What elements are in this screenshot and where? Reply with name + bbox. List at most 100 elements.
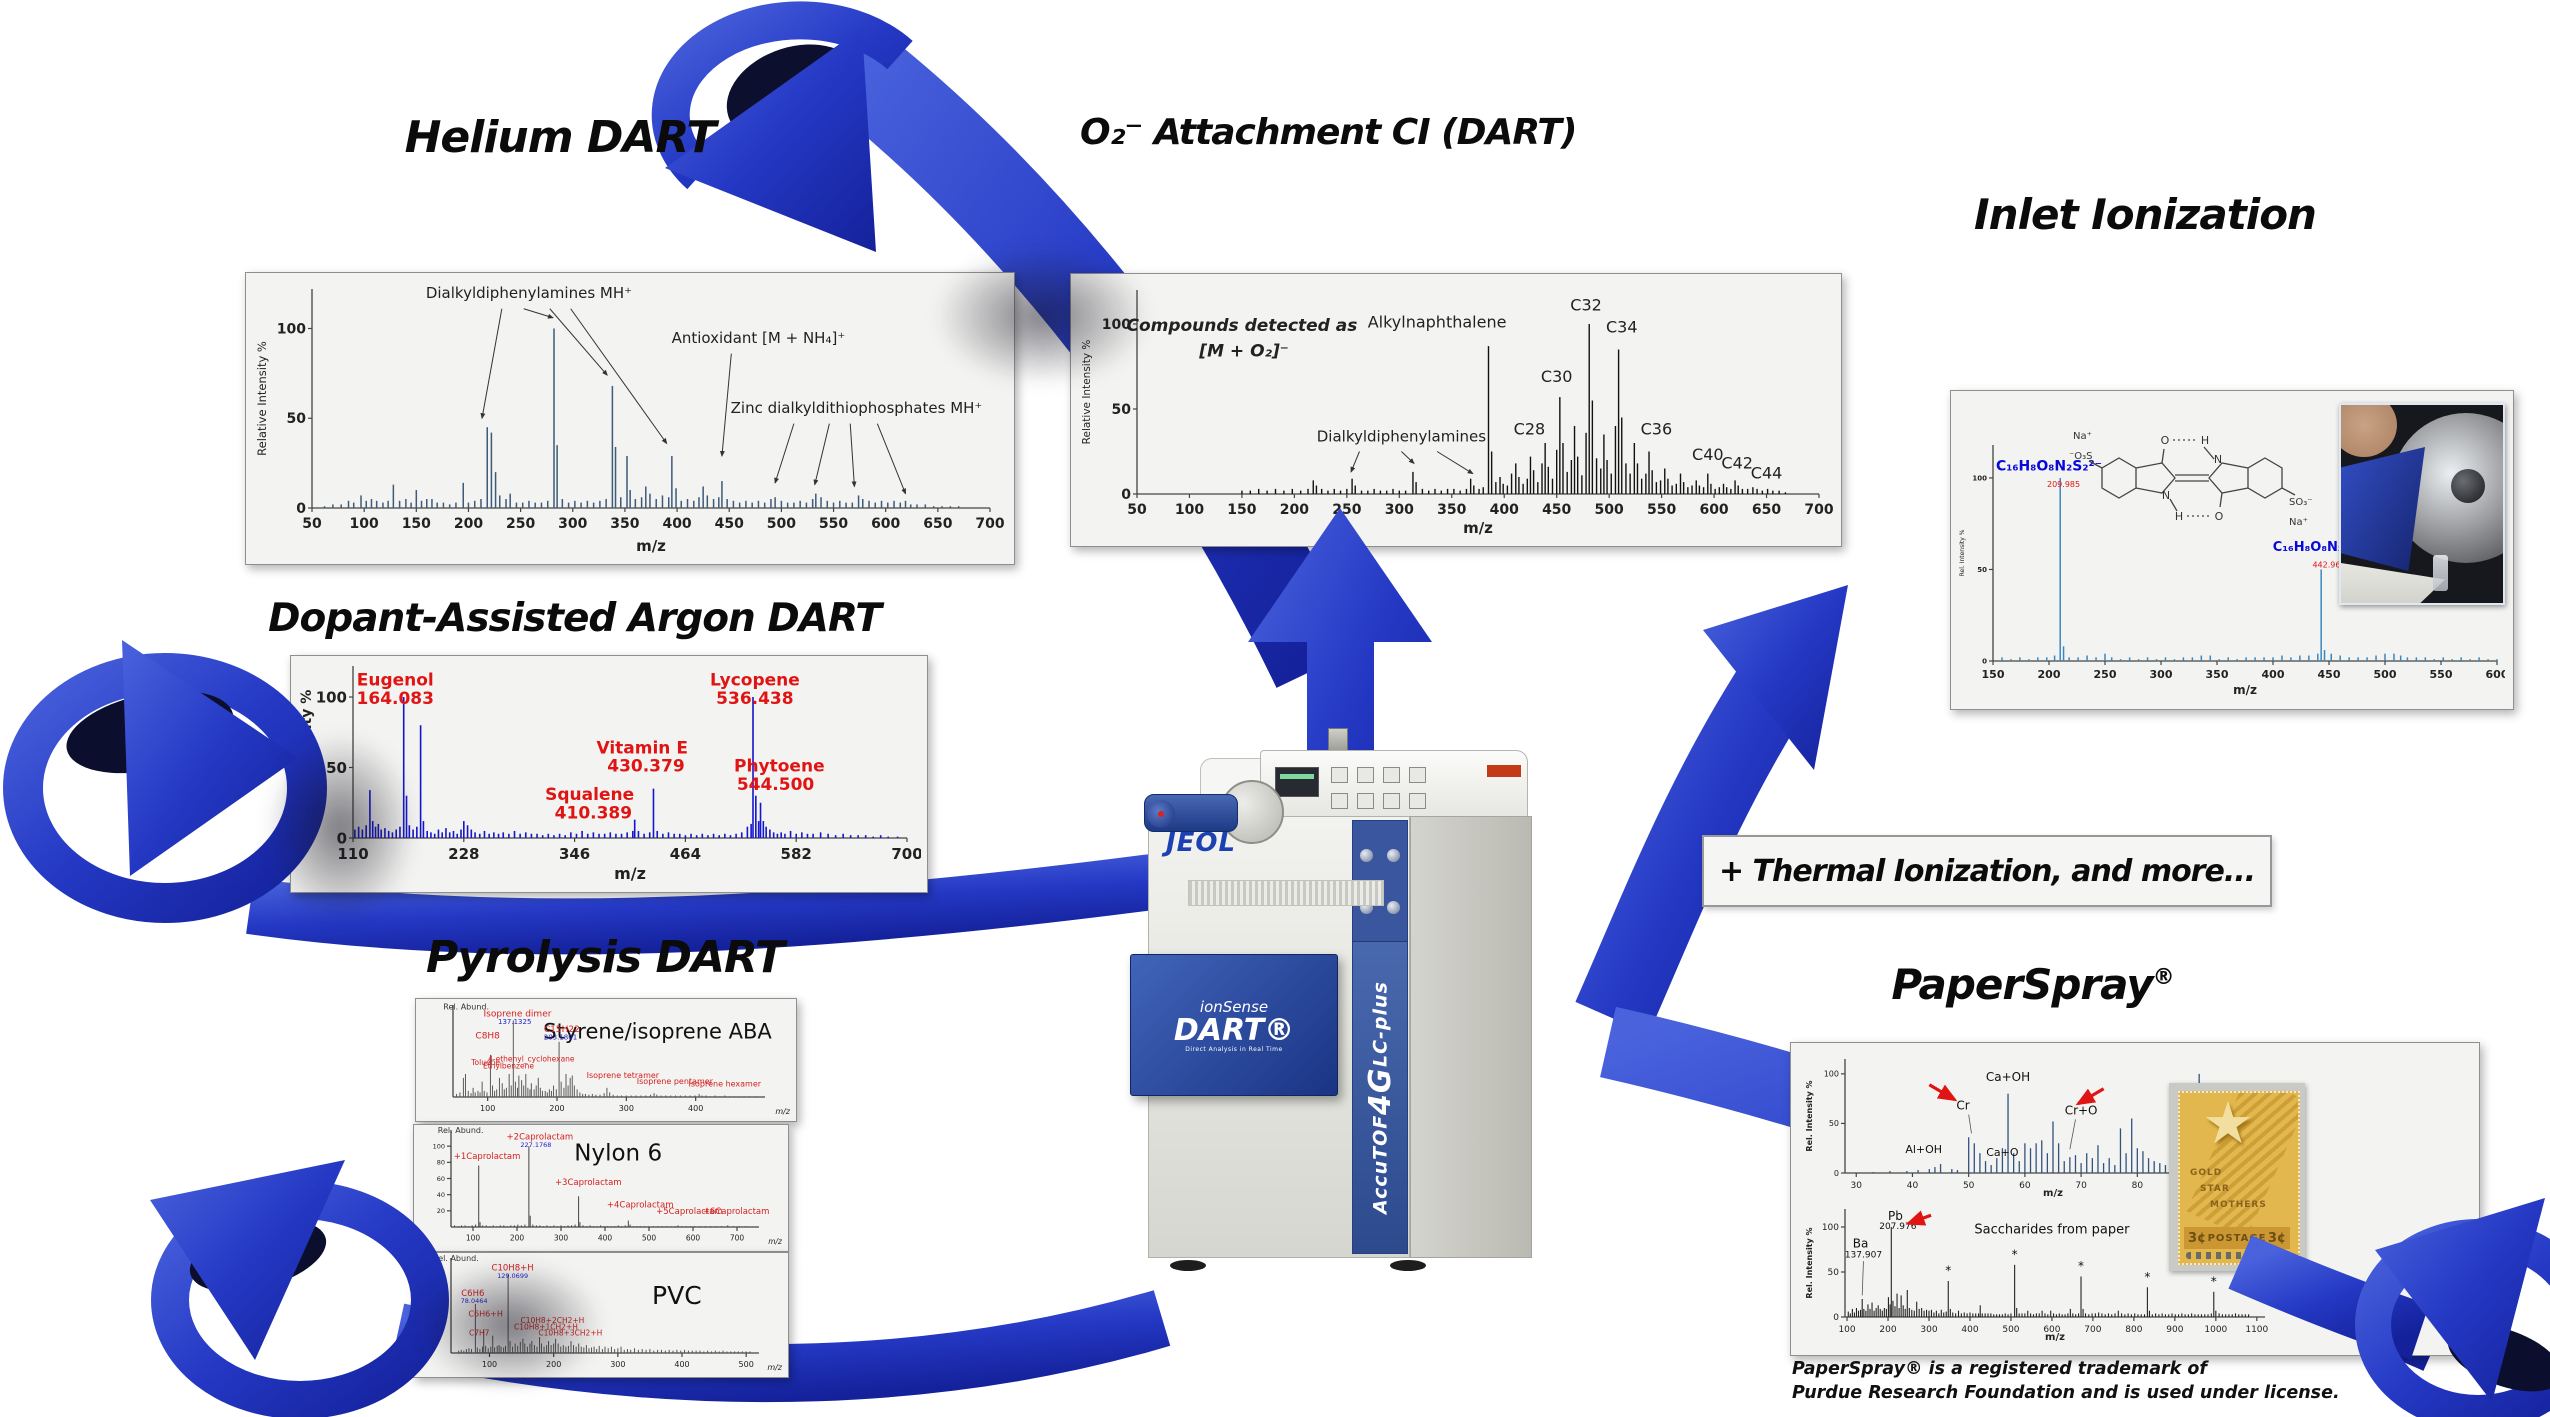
sample-vial <box>2433 555 2448 591</box>
svg-text:Ca+O: Ca+O <box>1986 1146 2019 1159</box>
svg-text:700: 700 <box>2084 1325 2101 1335</box>
svg-text:Dialkyldiphenylamines: Dialkyldiphenylamines <box>1317 427 1486 445</box>
svg-text:550: 550 <box>819 516 848 532</box>
svg-text:600: 600 <box>1699 502 1728 518</box>
atom-h-bottom: H <box>2175 510 2183 523</box>
sodium-right: Na⁺ <box>2289 517 2308 528</box>
svg-text:410.389: 410.389 <box>555 803 632 823</box>
svg-text:m/z: m/z <box>775 1107 790 1116</box>
svg-text:150: 150 <box>1982 668 2005 681</box>
svg-text:40: 40 <box>1907 1181 1919 1191</box>
svg-text:1000: 1000 <box>2204 1325 2227 1335</box>
svg-text:Saccharides from paper: Saccharides from paper <box>1974 1222 2130 1237</box>
svg-text:50: 50 <box>287 411 307 427</box>
svg-text:C8H8: C8H8 <box>475 1032 500 1042</box>
svg-text:346: 346 <box>559 845 590 863</box>
svg-text:700: 700 <box>975 516 1004 532</box>
atom-n-right: N <box>2214 453 2222 466</box>
svg-text:C15H22: C15H22 <box>544 1025 580 1035</box>
svg-text:m/z: m/z <box>2233 683 2257 697</box>
svg-text:+6Caprolactam: +6Caprolactam <box>703 1207 770 1217</box>
instrument-control-console <box>1260 750 1528 818</box>
stamp-perforations <box>2186 1252 2292 1259</box>
atom-h-top: H <box>2201 434 2209 447</box>
svg-text:200: 200 <box>549 1104 564 1113</box>
svg-text:600: 600 <box>2486 668 2505 681</box>
svg-text:C36: C36 <box>1641 420 1673 439</box>
svg-text:Squalene: Squalene <box>545 785 634 805</box>
svg-text:442.962: 442.962 <box>2312 561 2345 570</box>
svg-text:Ba: Ba <box>1853 1237 1869 1251</box>
svg-text:Cr: Cr <box>1956 1099 1969 1113</box>
svg-text:m/z: m/z <box>768 1237 783 1246</box>
svg-text:600: 600 <box>2043 1325 2060 1335</box>
svg-text:500: 500 <box>2374 668 2397 681</box>
svg-text:550: 550 <box>2430 668 2453 681</box>
dopant-argon-dart-title: Dopant-Assisted Argon DART <box>268 596 882 641</box>
paperspray-trademark-note: PaperSpray® is a registered trademark of… <box>1792 1358 2340 1405</box>
svg-text:Relative Intensity %: Relative Intensity % <box>255 341 269 456</box>
svg-text:100: 100 <box>316 688 347 706</box>
atom-o-bottom: O <box>2215 510 2224 523</box>
arrow-curl-top <box>651 1 913 190</box>
svg-text:250: 250 <box>2094 668 2117 681</box>
thermal-ionization-box: + Thermal Ionization, and more... <box>1702 835 2272 907</box>
svg-text:100: 100 <box>1822 1223 1839 1233</box>
svg-text:100: 100 <box>1824 1070 1839 1079</box>
svg-text:Al+OH: Al+OH <box>1905 1143 1942 1156</box>
svg-text:150: 150 <box>402 516 431 532</box>
svg-text:100: 100 <box>350 516 379 532</box>
svg-text:500: 500 <box>642 1234 657 1243</box>
stamp-line-star: STAR <box>2200 1184 2230 1195</box>
sodium-left: Na⁺ <box>2073 431 2092 442</box>
svg-text:400: 400 <box>674 1360 689 1369</box>
svg-text:200: 200 <box>454 516 483 532</box>
paperspray-title: PaperSpray® <box>1845 960 2220 1009</box>
svg-text:Alkylnaphthalene: Alkylnaphthalene <box>1368 312 1507 331</box>
svg-text:400: 400 <box>598 1234 613 1243</box>
svg-text:400: 400 <box>662 516 691 532</box>
svg-text:0: 0 <box>1121 487 1131 503</box>
vent-slats <box>1188 880 1384 906</box>
svg-text:70: 70 <box>2075 1181 2087 1191</box>
gold-star-stamp: ★ GOLD STAR MOTHERS 3¢ POSTAGE 3¢ <box>2178 1091 2300 1265</box>
svg-text:200: 200 <box>1879 1325 1896 1335</box>
svg-text:207.976: 207.976 <box>1879 1222 1916 1232</box>
svg-text:60: 60 <box>2019 1181 2031 1191</box>
svg-text:Rel. Intensity %: Rel. Intensity % <box>1959 529 1966 576</box>
star-icon: ★ <box>2202 1091 2254 1157</box>
svg-text:400: 400 <box>1490 502 1519 518</box>
svg-text:+4Caprolactam: +4Caprolactam <box>607 1201 674 1211</box>
sulfonate-right: SO₃⁻ <box>2289 497 2313 508</box>
stamp-postage-word: POSTAGE <box>2207 1232 2267 1244</box>
atom-o-top: O <box>2161 434 2170 447</box>
svg-text:60: 60 <box>437 1175 445 1183</box>
svg-text:*: * <box>2144 1270 2150 1284</box>
svg-text:Eugenol: Eugenol <box>357 671 434 691</box>
svg-text:600: 600 <box>871 516 900 532</box>
arrowhead-helium <box>665 28 876 252</box>
svg-text:C30: C30 <box>1541 367 1573 386</box>
svg-text:100: 100 <box>466 1234 481 1243</box>
svg-text:200: 200 <box>510 1234 525 1243</box>
svg-text:+1Caprolactam: +1Caprolactam <box>454 1152 521 1162</box>
svg-text:+3Caprolactam: +3Caprolactam <box>555 1178 622 1188</box>
svg-text:650: 650 <box>1752 502 1781 518</box>
svg-text:*: * <box>1945 1264 1951 1278</box>
trademark-line-2: Purdue Research Foundation and is used u… <box>1792 1382 2340 1403</box>
svg-text:430.379: 430.379 <box>607 757 684 777</box>
dart-tagline: Direct Analysis in Real Time <box>1185 1045 1283 1053</box>
svg-text:100: 100 <box>1972 474 1987 482</box>
svg-text:228: 228 <box>448 845 479 863</box>
svg-text:Styrene/isoprene ABA: Styrene/isoprene ABA <box>543 1020 772 1044</box>
svg-text:Rel. Abund.: Rel. Abund. <box>443 1003 489 1012</box>
svg-text:650: 650 <box>923 516 952 532</box>
svg-text:1100: 1100 <box>2245 1325 2268 1335</box>
trademark-line-1: PaperSpray® is a registered trademark of <box>1792 1359 2208 1379</box>
postage-stamp-photo: ★ GOLD STAR MOTHERS 3¢ POSTAGE 3¢ <box>2169 1083 2305 1271</box>
